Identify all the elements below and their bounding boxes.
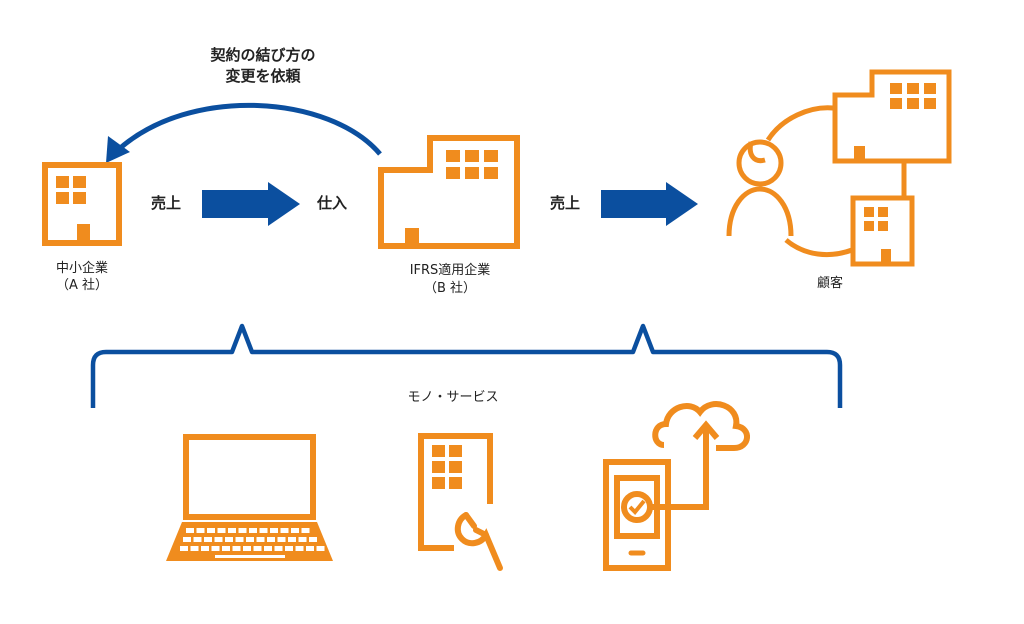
company-b-name: IFRS適用企業 (409, 263, 491, 278)
company-a-building-icon (42, 162, 122, 246)
company-b-building-icon (378, 135, 520, 249)
laptop-icon (166, 434, 333, 561)
goods-brace (90, 323, 843, 408)
tablet-cloud-icon (603, 401, 750, 571)
company-a-name: 中小企業 (55, 261, 108, 276)
flow-label-purchase: 仕入 (316, 194, 347, 212)
request-label: 契約の結び方の 変更を依頼 (210, 46, 316, 85)
flow-arrow-b-to-customer (601, 182, 698, 226)
request-curve-arrow (116, 102, 382, 156)
flow-arrow-a-to-b (202, 182, 300, 226)
company-a-sub: （A 社） (55, 278, 109, 293)
flow-label-sales-b: 売上 (549, 194, 580, 212)
wrench-icon (454, 512, 503, 571)
maintenance-building-icon (418, 433, 493, 551)
goods-label: モノ・サービス (407, 390, 499, 405)
flow-label-sales-a: 売上 (150, 194, 181, 212)
customer-name: 顧客 (816, 276, 843, 291)
company-b-sub: （B 社） (423, 281, 477, 296)
request-arrow-head (106, 136, 130, 163)
customer-building-windows (854, 83, 936, 264)
